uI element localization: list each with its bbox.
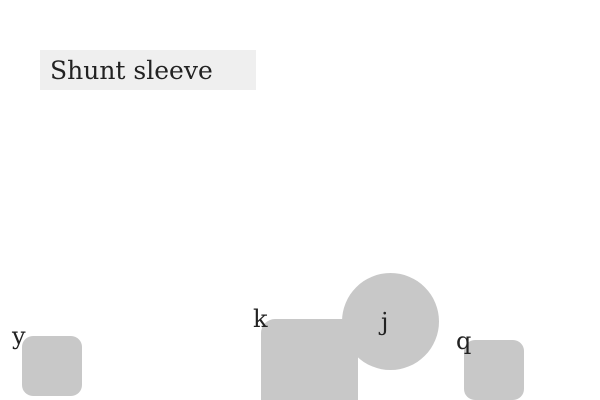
shape-q[interactable] — [464, 340, 524, 400]
label-q: q — [456, 327, 472, 355]
title-text: Shunt sleeve — [50, 55, 213, 85]
shape-j[interactable] — [342, 273, 439, 370]
label-y: y — [12, 322, 26, 350]
title-box: Shunt sleeve — [40, 50, 256, 90]
label-j: j — [381, 308, 389, 336]
label-k: k — [253, 305, 268, 333]
shape-y[interactable] — [22, 336, 82, 396]
shape-k[interactable] — [261, 319, 358, 400]
